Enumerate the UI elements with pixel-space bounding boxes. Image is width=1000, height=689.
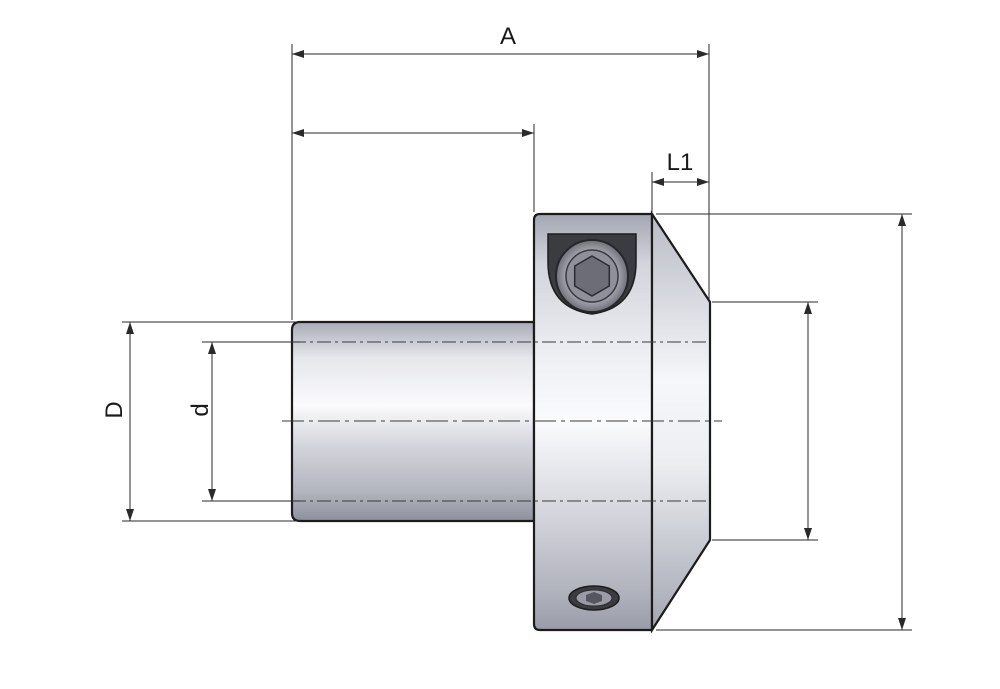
- collar-body: [532, 212, 654, 632]
- extension-lines: [122, 44, 912, 631]
- dimension-d: d: [187, 342, 216, 501]
- dim-label-L1: L1: [667, 149, 694, 176]
- dimension-A: A: [292, 23, 709, 58]
- dimension-shank-length: [292, 129, 534, 137]
- dimension-L1: L1: [652, 149, 709, 186]
- bore-hidden-lines: [292, 341, 706, 502]
- dim-label-d: d: [187, 403, 214, 416]
- dimension-chamfer-height: [804, 302, 812, 540]
- dimension-collar-height: [898, 214, 906, 630]
- dim-label-A: A: [500, 23, 516, 50]
- chamfered-head: [650, 210, 712, 634]
- hex-socket-screw-icon: [547, 233, 637, 315]
- set-screw-icon: [568, 585, 620, 611]
- dim-label-D: D: [101, 401, 128, 418]
- dimension-D: D: [101, 322, 134, 521]
